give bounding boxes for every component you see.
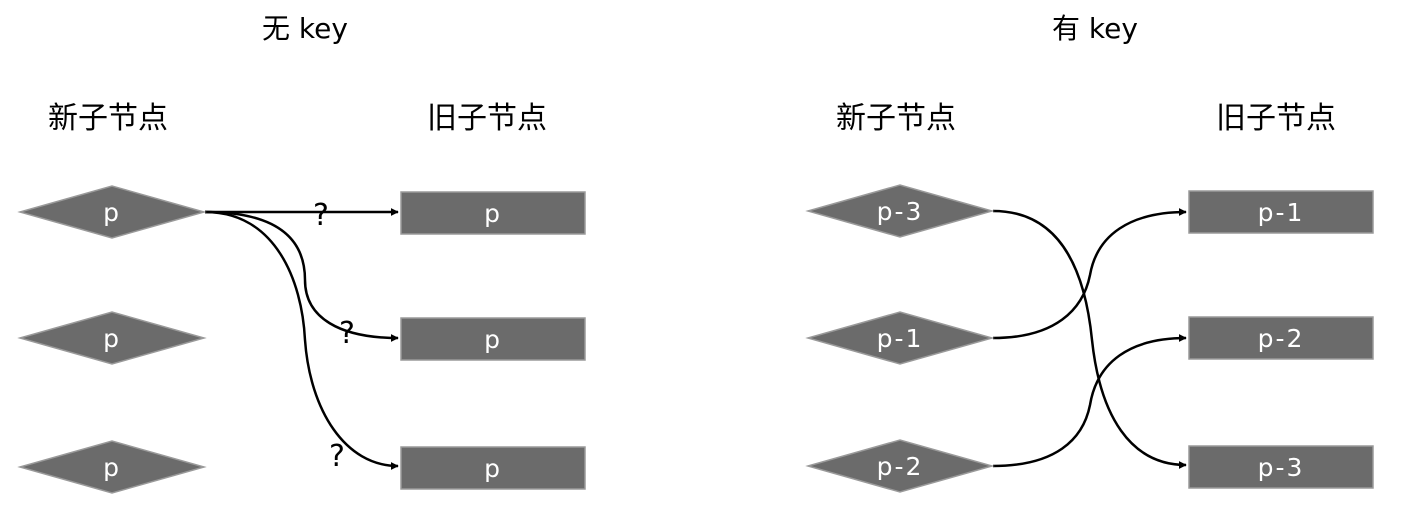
svg-text:p-1: p-1 (1258, 198, 1305, 227)
panel-title-with-key: 有 key (1052, 12, 1138, 45)
new-child-node: p (17, 311, 207, 365)
svg-text:p: p (484, 199, 502, 228)
new-children-heading: 新子节点 (836, 101, 956, 136)
old-child-node: p (400, 446, 586, 490)
old-children-heading: 旧子节点 (427, 101, 547, 136)
old-child-node: p-1 (1188, 190, 1374, 234)
svg-text:p: p (103, 453, 121, 482)
old-child-node: p-3 (1188, 445, 1374, 489)
svg-text:p-2: p-2 (1258, 324, 1305, 353)
edge-p2-to-old-p2 (992, 334, 1187, 468)
panel-title-without-key: 无 key (262, 12, 348, 45)
old-child-node: p (400, 191, 586, 235)
svg-text:p: p (103, 198, 121, 227)
panel-with-key: 有 key 新子节点 旧子节点 p-3 p-1 p-2 p-1 p-2 (805, 12, 1374, 493)
new-child-node: p (17, 440, 207, 494)
new-child-node: p-2 (805, 439, 995, 493)
new-children-heading: 新子节点 (48, 101, 168, 136)
uncertain-match-mark: ? (313, 198, 329, 233)
edge-p3-to-old-p3 (992, 209, 1187, 469)
svg-text:p: p (103, 324, 121, 353)
svg-text:p: p (484, 325, 502, 354)
edge-new-1-to-old-3 (204, 210, 399, 470)
svg-text:p-3: p-3 (1258, 453, 1305, 482)
old-child-node: p (400, 317, 586, 361)
new-child-node: p (17, 185, 207, 239)
old-child-node: p-2 (1188, 316, 1374, 360)
svg-text:p-3: p-3 (877, 197, 924, 226)
svg-text:p-2: p-2 (877, 452, 924, 481)
new-child-node: p-3 (805, 184, 995, 238)
edge-p1-to-old-p1 (992, 208, 1187, 340)
panel-without-key: 无 key 新子节点 旧子节点 ? ? ? p p p p p (17, 12, 586, 494)
svg-text:p: p (484, 454, 502, 483)
uncertain-match-mark: ? (329, 439, 345, 474)
edge-new-1-to-old-2 (204, 210, 399, 342)
uncertain-match-mark: ? (339, 316, 355, 351)
svg-text:p-1: p-1 (877, 324, 924, 353)
old-children-heading: 旧子节点 (1216, 101, 1336, 136)
new-child-node: p-1 (805, 311, 995, 365)
